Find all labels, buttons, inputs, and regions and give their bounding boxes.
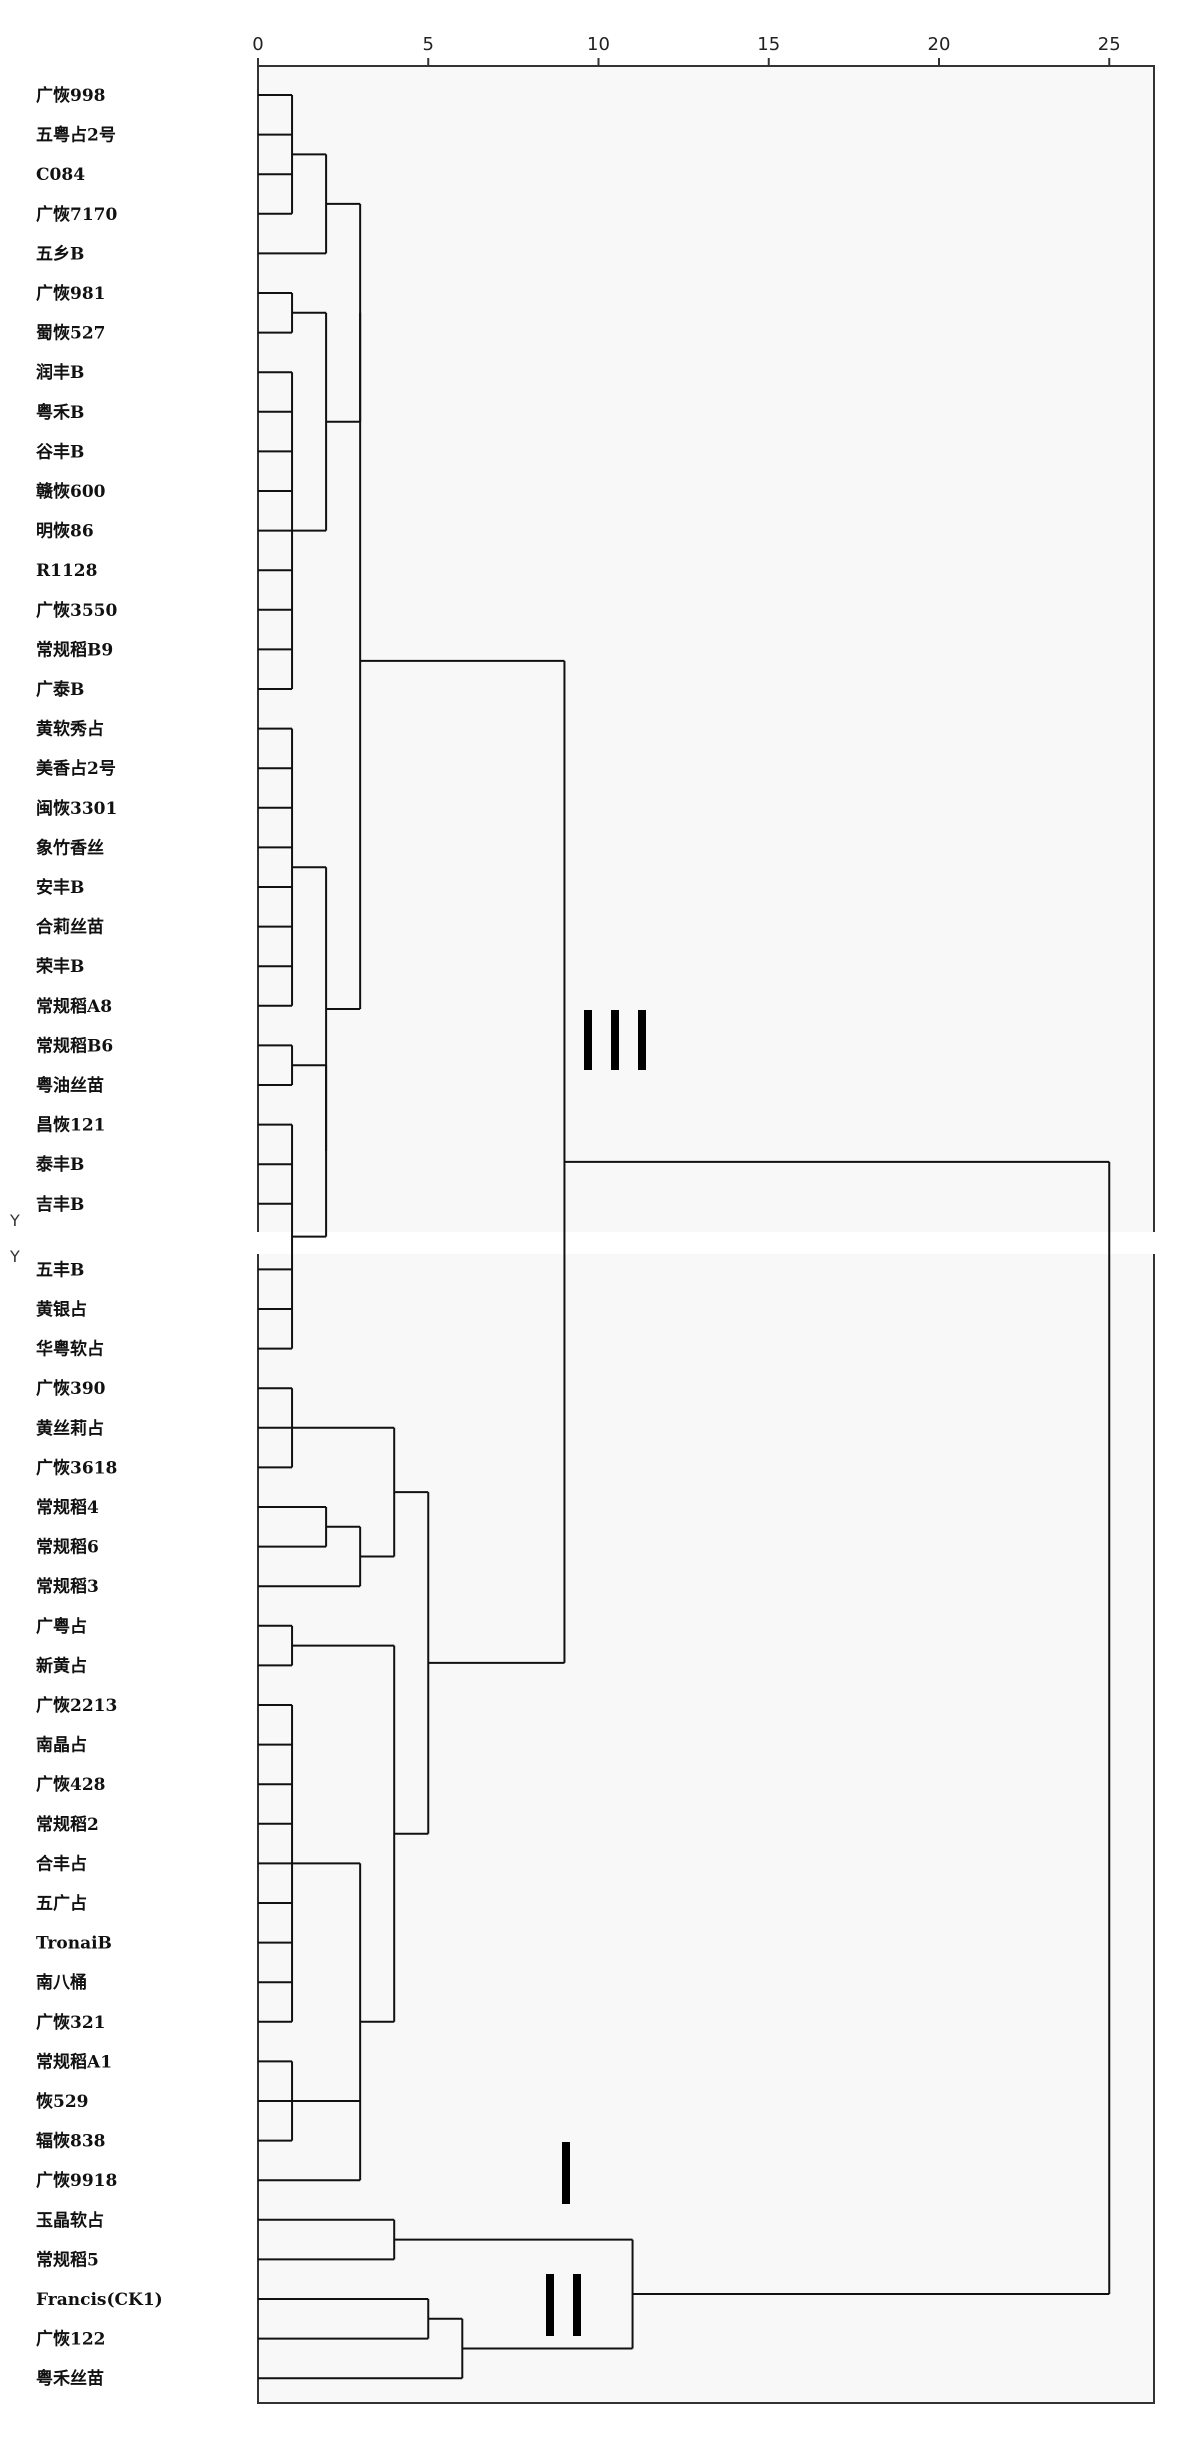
leaf-label: 广恢3550 (36, 600, 117, 621)
group-marks (546, 1010, 646, 2336)
leaf-label: 黄银占 (36, 1299, 87, 1320)
leaf-label: 广泰B (36, 679, 84, 700)
leaf-label: 常规稻B9 (36, 639, 113, 660)
leaf-label: 广恢122 (36, 2329, 106, 2350)
group-mark-bar (573, 2274, 581, 2336)
leaf-label: 常规稻4 (36, 1497, 99, 1518)
group-mark-bar (562, 2142, 570, 2204)
leaf-label: Francis(CK1) (36, 2290, 163, 2310)
leaf-label: 广恢9918 (36, 2170, 117, 2191)
y-axis-label-bottom: Y (9, 1247, 20, 1266)
leaf-label: 广恢3618 (36, 1457, 117, 1478)
leaf-label: R1128 (36, 561, 97, 581)
leaf-label: 广恢2213 (36, 1695, 117, 1716)
leaf-label: 蜀恢527 (36, 323, 106, 344)
leaf-label: 闽恢3301 (36, 798, 117, 819)
leaf-label: 新黄占 (36, 1655, 87, 1676)
leaf-label: 广恢321 (36, 2012, 106, 2033)
leaf-label: 南八桶 (36, 1972, 87, 1993)
axis-tick-label: 15 (757, 34, 780, 55)
leaf-label: 常规稻5 (36, 2249, 99, 2270)
axis-tick-label: 5 (423, 34, 434, 55)
leaf-label: 合丰占 (36, 1853, 87, 1874)
leaf-label: 黄软秀占 (36, 719, 104, 740)
leaf-label: 安丰B (36, 877, 84, 898)
leaf-label: 粤油丝苗 (36, 1075, 104, 1096)
leaf-label: C084 (36, 165, 85, 185)
leaf-label: 常规稻A1 (36, 2051, 112, 2072)
leaf-label: 赣恢600 (36, 481, 106, 502)
leaf-label: 广恢428 (36, 1774, 106, 1795)
leaf-label: 广恢7170 (36, 204, 117, 225)
leaf-label: 玉晶软占 (36, 2210, 104, 2231)
group-mark-bar (546, 2274, 554, 2336)
axis-tick-label: 0 (252, 34, 263, 55)
leaf-label: 五广占 (36, 1893, 87, 1914)
leaf-label: 吉丰B (36, 1194, 84, 1215)
leaf-label: 谷丰B (36, 441, 84, 462)
leaf-label: 华粤软占 (36, 1339, 104, 1360)
leaf-label: 象竹香丝 (36, 837, 104, 858)
leaf-label: TronaiB (36, 1934, 112, 1954)
leaf-label: 粤禾B (36, 402, 84, 423)
leaf-label: 广恢981 (36, 283, 106, 304)
leaf-label: 黄丝莉占 (36, 1418, 104, 1439)
leaf-label: 昌恢121 (36, 1115, 106, 1136)
page-break-gap (250, 1232, 1162, 1254)
leaf-label: 合莉丝苗 (36, 917, 104, 938)
axis-tick-label: 20 (928, 34, 951, 55)
leaf-label: 广恢998 (36, 85, 106, 106)
dendrogram-links (258, 94, 1111, 2380)
group-mark-bar (584, 1010, 592, 1070)
leaf-label: 泰丰B (36, 1154, 84, 1175)
leaf-label: 五乡B (36, 244, 84, 264)
leaf-label: 粤禾丝苗 (36, 2368, 104, 2389)
leaf-label: 美香占2号 (36, 758, 116, 779)
leaf-label: 广粤占 (36, 1616, 87, 1637)
leaf-label: 五粤占2号 (36, 125, 116, 146)
distance-axis: 0 5 10 15 20 25 (252, 34, 1121, 66)
leaf-label: 五丰B (36, 1259, 84, 1280)
leaf-label: 广恢390 (36, 1378, 106, 1399)
axis-tick-label: 10 (587, 34, 610, 55)
group-mark-bar (638, 1010, 646, 1070)
y-axis-label-top: Y (9, 1211, 20, 1230)
axis-tick-label: 25 (1098, 34, 1121, 55)
leaf-labels: 广恢998 五粤占2号 C084 广恢7170 五乡B 广恢981 蜀恢527 润丰B 粤禾B 谷… (35, 85, 163, 2389)
leaf-label: 恢529 (36, 2091, 89, 2112)
group-mark-bar (611, 1010, 619, 1070)
leaf-label: 明恢86 (36, 521, 94, 542)
leaf-label: 辐恢838 (36, 2131, 106, 2152)
leaf-label: 常规稻2 (36, 1814, 99, 1835)
leaf-label: 南晶占 (36, 1735, 87, 1756)
leaf-label: 荣丰B (35, 956, 84, 977)
leaf-label: 常规稻B6 (36, 1035, 113, 1056)
leaf-label: 常规稻6 (36, 1537, 99, 1558)
leaf-label: 润丰B (36, 362, 84, 383)
leaf-label: 常规稻A8 (36, 996, 112, 1017)
leaf-label: 常规稻3 (36, 1576, 99, 1597)
